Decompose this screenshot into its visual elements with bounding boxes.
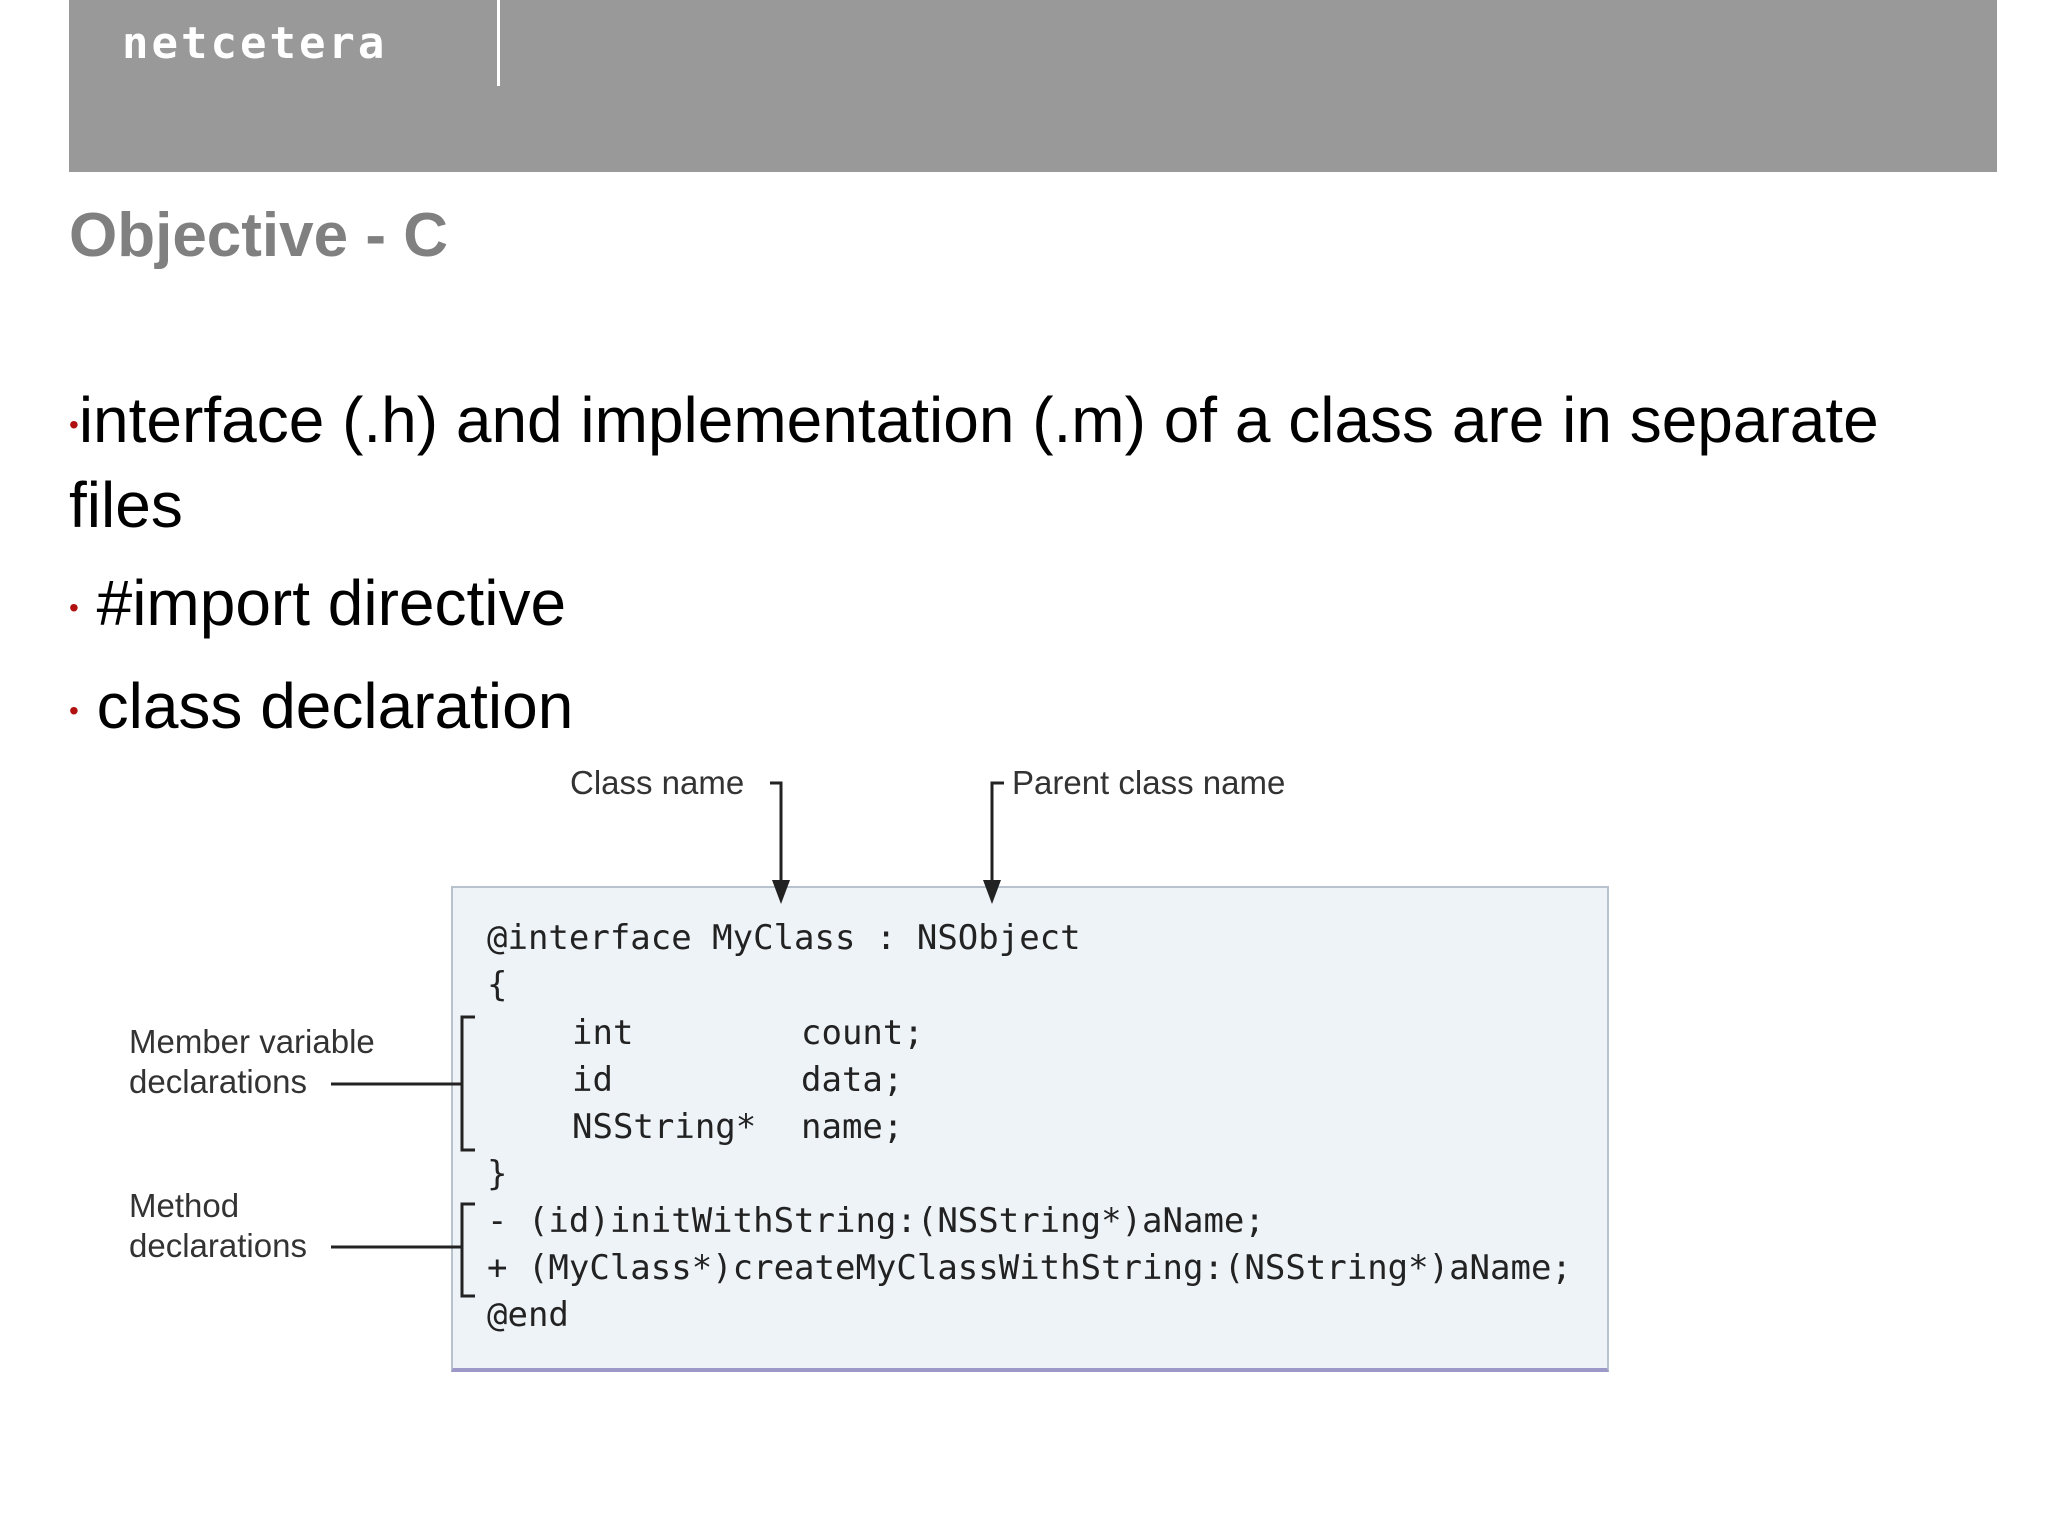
bullet-text: class declaration	[96, 670, 574, 743]
code-line-open-brace: {	[487, 965, 508, 1005]
code-line-interface: @interface MyClass : NSObject	[487, 918, 1081, 958]
bullet-text: #import directive	[96, 567, 567, 640]
code-line-close-brace: }	[487, 1154, 508, 1194]
bullet-item: • #import directive	[69, 563, 1949, 648]
code-method1: - (id)initWithString:(NSString*)aName;	[487, 1201, 1265, 1241]
bullet-list: •interface (.h) and implementation (.m) …	[69, 380, 1949, 751]
member-variable-label-line2: declarations	[129, 1063, 307, 1100]
bullet-item: •interface (.h) and implementation (.m) …	[69, 380, 1949, 545]
code-method2: + (MyClass*)createMyClassWithString:(NSS…	[487, 1248, 1572, 1288]
bullet-dot-icon: •	[69, 409, 79, 441]
member-variable-label-line1: Member variable	[129, 1023, 375, 1060]
code-var2-type: id	[572, 1060, 613, 1100]
method-bracket	[460, 1202, 475, 1298]
netcetera-logo: netcetera	[122, 18, 388, 69]
bullet-item: • class declaration	[69, 666, 1949, 751]
method-declarations-label: Method declarations	[129, 1186, 307, 1266]
bullet-dot-icon: •	[69, 592, 79, 624]
method-label-line1: Method	[129, 1187, 240, 1224]
code-line-end: @end	[487, 1295, 569, 1335]
member-variable-label: Member variable declarations	[129, 1022, 375, 1102]
bullet-text: interface (.h) and implementation (.m) o…	[69, 384, 1879, 542]
code-var2-name: data;	[801, 1060, 904, 1100]
class-name-arrowhead	[772, 880, 790, 904]
class-name-label: Class name	[570, 764, 745, 801]
code-var3-type: NSString*	[572, 1107, 757, 1147]
parent-class-arrow	[990, 781, 1004, 895]
bullet-dot-icon: •	[69, 695, 79, 727]
class-name-arrow	[770, 781, 783, 895]
parent-class-arrowhead	[983, 880, 1001, 904]
header-bar	[69, 0, 1997, 172]
code-var1-type: int	[572, 1013, 634, 1053]
code-var1-name: count;	[801, 1013, 924, 1053]
member-variable-bracket	[460, 1015, 475, 1152]
code-box	[451, 886, 1609, 1372]
parent-class-name-label: Parent class name	[1012, 764, 1286, 801]
logo-divider	[497, 0, 500, 86]
code-var3-name: name;	[801, 1107, 904, 1147]
method-label-line2: declarations	[129, 1227, 307, 1264]
slide-title: Objective - C	[69, 201, 448, 270]
